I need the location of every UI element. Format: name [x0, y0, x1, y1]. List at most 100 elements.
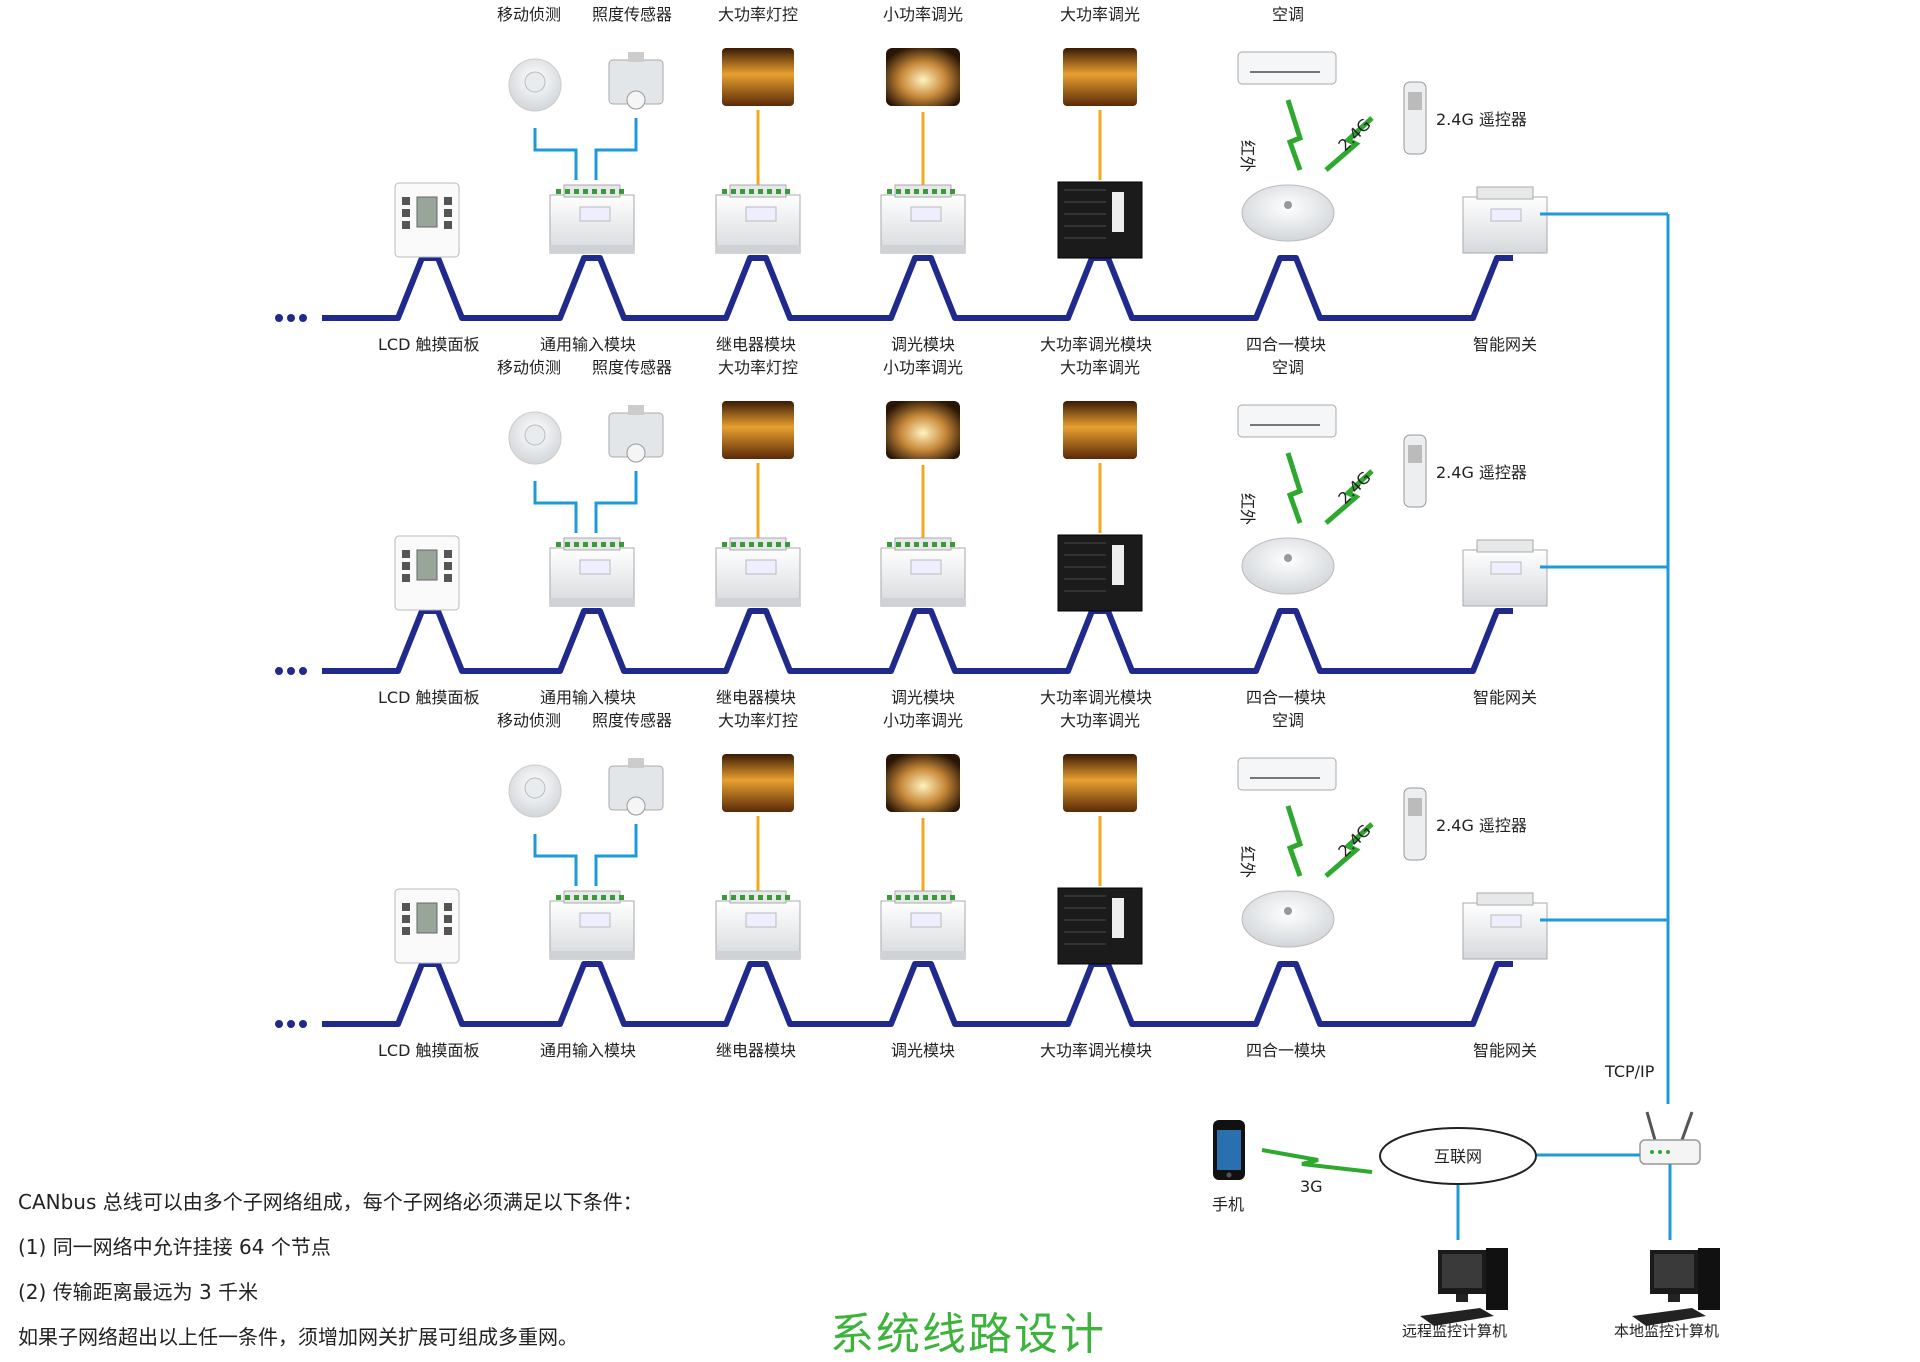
bus-device-label: 四合一模块: [1246, 335, 1326, 354]
infrared-label: 红外: [1238, 493, 1257, 525]
smart-gateway-icon: [1462, 186, 1548, 254]
bus-continuation-dot: [287, 1020, 295, 1028]
chandelier-icon: [722, 401, 794, 459]
light-sensor-icon: [608, 52, 664, 110]
top-label-high-power-dimming: 大功率调光: [1060, 358, 1140, 377]
remote-pc-label: 远程监控计算机: [1402, 1322, 1507, 1340]
bus-continuation-dot: [275, 1020, 283, 1028]
bus-device-label: 调光模块: [891, 688, 955, 707]
bus-row: 移动侦测照度传感器大功率灯控小功率调光大功率调光空调2.4G 遥控器红外2.4G…: [275, 358, 1548, 707]
four-in-one-module-icon: [1241, 184, 1335, 242]
chandelier-icon: [1063, 48, 1137, 106]
ceiling-lamp-icon: [886, 401, 960, 459]
bus-device-label: 通用输入模块: [540, 1041, 636, 1060]
phone-icon: [1213, 1120, 1245, 1180]
dimmer-module-icon: [880, 537, 966, 607]
note-line: 如果子网络超出以上任一条件，须增加网关扩展可组成多重网。: [18, 1325, 578, 1349]
chandelier-icon: [722, 754, 794, 812]
bus-continuation-dot: [275, 314, 283, 322]
remote-control-label: 2.4G 遥控器: [1436, 463, 1527, 482]
ceiling-lamp-icon: [886, 754, 960, 812]
rf-link-icon: [1324, 116, 1374, 172]
bus-device-label: 大功率调光模块: [1040, 335, 1152, 354]
high-power-dimmer-module-icon: [1057, 534, 1143, 612]
top-label-low-power-dimming: 小功率调光: [883, 358, 963, 377]
router-icon: [1639, 1111, 1701, 1165]
top-label-high-power-light-control: 大功率灯控: [718, 711, 798, 730]
motion-sensor-link: [533, 481, 578, 533]
bus-device-label: 智能网关: [1473, 1041, 1537, 1060]
motion-sensor-link: [533, 128, 578, 180]
canbus-line: [322, 255, 1513, 321]
infrared-label: 红外: [1238, 846, 1257, 878]
top-label-motion: 移动侦测: [497, 358, 561, 377]
relay-module-icon: [715, 890, 801, 960]
motion-sensor-icon: [508, 411, 562, 465]
bus-device-label: 调光模块: [891, 335, 955, 354]
remote-control-icon: [1403, 81, 1427, 155]
lux-sensor-link: [594, 824, 638, 886]
bus-device-label: 继电器模块: [716, 1041, 796, 1060]
bus-continuation-dot: [299, 314, 307, 322]
top-label-air-conditioner: 空调: [1272, 358, 1304, 377]
top-label-light-sensor: 照度传感器: [592, 358, 672, 377]
bus-row: 移动侦测照度传感器大功率灯控小功率调光大功率调光空调2.4G 遥控器红外2.4G…: [275, 5, 1548, 354]
infrared-label: 红外: [1238, 140, 1257, 172]
bus-device-label: 调光模块: [891, 1041, 955, 1060]
bus-row: 移动侦测照度传感器大功率灯控小功率调光大功率调光空调2.4G 遥控器红外2.4G…: [275, 711, 1548, 1060]
bus-device-label: 继电器模块: [716, 335, 796, 354]
bus-device-label: 大功率调光模块: [1040, 688, 1152, 707]
remote-control-label: 2.4G 遥控器: [1436, 110, 1527, 129]
bus-rows: 移动侦测照度传感器大功率灯控小功率调光大功率调光空调2.4G 遥控器红外2.4G…: [275, 5, 1548, 1060]
bus-device-label: 通用输入模块: [540, 335, 636, 354]
smart-gateway-icon: [1462, 539, 1548, 607]
3g-wireless-icon: [1261, 1148, 1373, 1174]
four-in-one-module-icon: [1241, 890, 1335, 948]
top-label-high-power-light-control: 大功率灯控: [718, 5, 798, 24]
bus-device-label: 智能网关: [1473, 335, 1537, 354]
top-label-high-power-dimming: 大功率调光: [1060, 5, 1140, 24]
dimmer-module-icon: [880, 890, 966, 960]
bus-device-label: 继电器模块: [716, 688, 796, 707]
chandelier-icon: [722, 48, 794, 106]
canbus-line: [322, 608, 1513, 674]
3g-label: 3G: [1300, 1177, 1323, 1196]
top-label-motion: 移动侦测: [497, 5, 561, 24]
high-power-dimmer-module-icon: [1057, 887, 1143, 965]
motion-sensor-icon: [508, 58, 562, 112]
chandelier-icon: [1063, 754, 1137, 812]
lcd-touch-panel-icon: [394, 888, 460, 964]
infrared-link-icon: [1285, 805, 1304, 877]
bus-device-label: 四合一模块: [1246, 688, 1326, 707]
bus-device-label: 智能网关: [1473, 688, 1537, 707]
internet-node: [1379, 1127, 1537, 1185]
lux-sensor-link: [594, 118, 638, 180]
universal-input-module-icon: [549, 537, 635, 607]
light-sensor-icon: [608, 758, 664, 816]
four-in-one-module-icon: [1241, 537, 1335, 595]
rf-link-icon: [1324, 469, 1374, 525]
bus-continuation-dot: [299, 667, 307, 675]
bus-device-label: LCD 触摸面板: [378, 1041, 480, 1060]
phone-label: 手机: [1212, 1195, 1244, 1214]
smart-gateway-icon: [1462, 892, 1548, 960]
rf-link-icon: [1324, 822, 1374, 878]
bus-continuation-dot: [287, 314, 295, 322]
bus-device-label: LCD 触摸面板: [378, 335, 480, 354]
dimmer-module-icon: [880, 184, 966, 254]
infrared-link-icon: [1285, 452, 1304, 524]
bus-device-label: 通用输入模块: [540, 688, 636, 707]
bus-device-label: 大功率调光模块: [1040, 1041, 1152, 1060]
motion-sensor-icon: [508, 764, 562, 818]
chandelier-icon: [1063, 401, 1137, 459]
note-line: (2) 传输距离最远为 3 千米: [18, 1280, 259, 1304]
bus-continuation-dot: [275, 667, 283, 675]
air-conditioner-icon: [1237, 404, 1337, 438]
lcd-touch-panel-icon: [394, 182, 460, 258]
top-label-motion: 移动侦测: [497, 711, 561, 730]
infrared-link-icon: [1285, 99, 1304, 171]
relay-module-icon: [715, 184, 801, 254]
universal-input-module-icon: [549, 890, 635, 960]
remote-pc-icon: [1420, 1248, 1508, 1326]
